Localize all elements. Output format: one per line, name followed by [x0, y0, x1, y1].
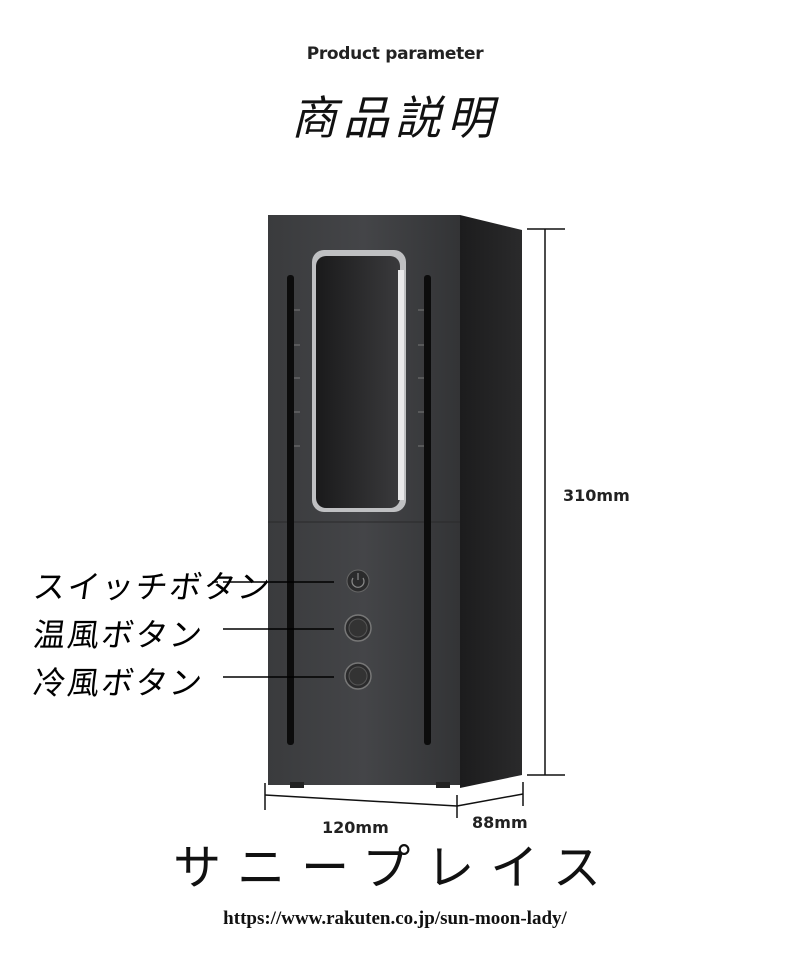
foot-right	[436, 782, 450, 788]
cool-air-button	[344, 662, 372, 690]
warm-air-button	[344, 614, 372, 642]
vent-slot-right	[424, 275, 431, 745]
callout-warm-air-button: 温風ボタン	[31, 616, 207, 654]
dimension-lines	[264, 228, 565, 818]
callout-cool-air-button: 冷風ボタン	[31, 664, 207, 702]
power-icon	[351, 573, 365, 588]
callout-switch-button: スイッチボタン	[31, 568, 275, 606]
power-button	[346, 569, 370, 593]
depth-dimension: 88mm	[472, 813, 528, 832]
vent-ticks	[294, 309, 424, 447]
height-dimension: 310mm	[563, 486, 630, 505]
shop-url: https://www.rakuten.co.jp/sun-moon-lady/	[223, 908, 567, 929]
window-highlight	[398, 270, 404, 500]
heater-side	[460, 215, 522, 788]
foot-left	[290, 782, 304, 788]
top-window-inner	[316, 256, 400, 508]
vent-slot-left	[287, 275, 294, 745]
subtitle: Product parameter	[306, 44, 484, 64]
page-title: 商品説明	[291, 91, 499, 145]
brand-name: サニープレイス	[173, 840, 617, 896]
callout-lines	[212, 581, 334, 678]
width-dimension: 120mm	[322, 818, 389, 837]
